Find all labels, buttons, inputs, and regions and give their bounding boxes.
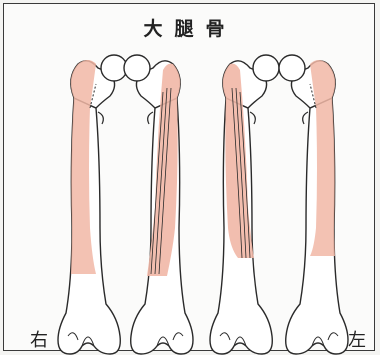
label-right: 右	[30, 326, 48, 352]
femur-left-posterior	[210, 55, 279, 354]
femur-right-posterior	[124, 55, 193, 354]
femur-left-anterior	[279, 55, 348, 354]
femur-right-anterior	[58, 55, 127, 354]
label-left: 左	[348, 326, 366, 352]
